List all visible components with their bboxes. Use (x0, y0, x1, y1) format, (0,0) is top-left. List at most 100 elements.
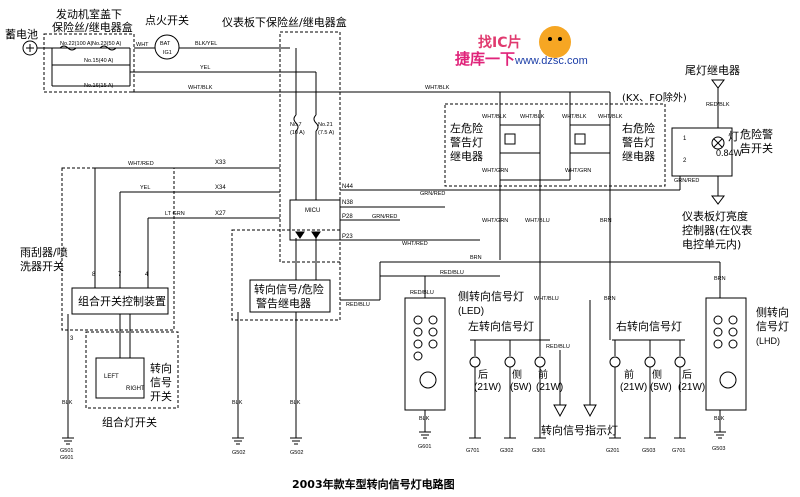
svg-text:RED/BLK: RED/BLK (706, 102, 730, 108)
svg-text:BLK: BLK (290, 400, 301, 406)
svg-text:(21W): (21W) (678, 382, 705, 393)
svg-text:BLK: BLK (714, 416, 725, 422)
svg-text:警告继电器: 警告继电器 (256, 296, 311, 310)
turn-hazard-flasher: 转向信号/危险 警告继电器 (231, 229, 341, 321)
underhood-fuse-box: 发动机室盖下 保险丝/继电器盒 No.22(100 A) No.23(50 A)… (43, 7, 135, 93)
svg-text:侧转向: 侧转向 (756, 305, 789, 319)
svg-text:前: 前 (538, 368, 548, 381)
svg-text:RED/BLU: RED/BLU (440, 270, 464, 276)
svg-text:BLK: BLK (62, 400, 73, 406)
svg-text:X34: X34 (215, 185, 226, 191)
micu-unit: MICU (289, 199, 341, 241)
svg-text:控制器(在仪表: 控制器(在仪表 (682, 223, 752, 237)
svg-text:信号: 信号 (150, 376, 172, 389)
svg-text:警告灯: 警告灯 (450, 135, 483, 149)
svg-text:X33: X33 (215, 160, 226, 166)
mascot-icon (539, 26, 571, 58)
wiper-washer-switch: 雨刮器/喷 洗器开关 组合开关控制装置 8 7 4 3 (20, 167, 175, 342)
svg-text:N44: N44 (342, 184, 354, 190)
svg-text:转向信号指示灯: 转向信号指示灯 (541, 423, 618, 437)
svg-text:No.21: No.21 (318, 122, 333, 128)
svg-text:LT GRN: LT GRN (165, 211, 185, 217)
svg-text:警告灯: 警告灯 (622, 135, 655, 149)
svg-text:G601: G601 (418, 444, 431, 450)
battery: 蓄电池 (5, 28, 44, 56)
svg-text:WHT/GRN: WHT/GRN (482, 218, 508, 224)
svg-text:G502: G502 (232, 450, 245, 456)
svg-text:继电器: 继电器 (450, 150, 483, 163)
svg-text:(5W): (5W) (650, 382, 672, 393)
svg-text:4: 4 (145, 272, 149, 278)
svg-text:3: 3 (70, 336, 74, 342)
svg-text:右危险: 右危险 (622, 121, 655, 135)
left-turn-lamps: 左转向信号灯 后 (21W) 侧 (5W) 前 (21W) (468, 319, 563, 393)
svg-text:G503: G503 (712, 446, 725, 452)
svg-text:BRN: BRN (470, 255, 482, 261)
svg-text:转向: 转向 (150, 361, 172, 375)
svg-text:WHT/BLK: WHT/BLK (425, 85, 450, 91)
svg-text:BRN: BRN (714, 276, 726, 282)
side-turn-led: RED/BLU 侧转向信号灯 (LED) (404, 289, 524, 411)
svg-text:(21W): (21W) (620, 382, 647, 393)
svg-text:保险丝/继电器盒: 保险丝/继电器盒 (52, 20, 133, 34)
right-hazard-relay: 右危险 警告灯 继电器 WHT/BLK WHT/BLK WHT/GRN (562, 114, 655, 174)
svg-text:WHT/RED: WHT/RED (402, 241, 428, 247)
svg-text:G701: G701 (672, 448, 685, 454)
svg-text:G201: G201 (606, 448, 619, 454)
svg-text:组合灯开关: 组合灯开关 (102, 415, 157, 429)
svg-text:G503: G503 (642, 448, 655, 454)
svg-text:N38: N38 (342, 200, 354, 206)
svg-text:LEFT: LEFT (104, 374, 119, 380)
svg-text:RED/BLU: RED/BLU (410, 290, 434, 296)
svg-text:BRN: BRN (604, 296, 616, 302)
turn-indicator-lamps: RED/BLU 转向信号指示灯 (541, 300, 618, 437)
svg-text:G301: G301 (532, 448, 545, 454)
watermark-line1: 捷库一下 (455, 50, 515, 68)
svg-text:GRN/RED: GRN/RED (372, 214, 397, 220)
svg-text:BLK: BLK (232, 400, 243, 406)
svg-text:侧转向信号灯: 侧转向信号灯 (458, 289, 524, 303)
svg-text:X27: X27 (215, 211, 226, 217)
svg-text:BAT: BAT (160, 41, 171, 47)
svg-text:G701: G701 (466, 448, 479, 454)
dimmer-label: 仪表板灯亮度 控制器(在仪表 电控单元内) (682, 209, 752, 251)
diagram-title: 2003年款车型转向信号灯电路图 (292, 477, 455, 491)
svg-text:后: 后 (682, 369, 692, 381)
svg-text:雨刮器/喷: 雨刮器/喷 (20, 245, 68, 259)
svg-text:开关: 开关 (150, 389, 172, 403)
svg-text:危险警: 危险警 (740, 127, 773, 141)
svg-text:右转向信号灯: 右转向信号灯 (616, 319, 682, 333)
watermark: 找IC片 捷库一下 www.dzsc.com (455, 26, 588, 68)
svg-text:RED/BLU: RED/BLU (546, 344, 570, 350)
svg-text:(21W): (21W) (536, 382, 563, 393)
svg-text:MICU: MICU (305, 208, 320, 214)
svg-text:0.84W: 0.84W (716, 148, 743, 158)
svg-text:(7.5 A): (7.5 A) (318, 130, 334, 136)
combo-light-switch: LEFT RIGHT 转向 信号 开关 组合灯开关 (85, 331, 179, 429)
svg-text:G502: G502 (290, 450, 303, 456)
svg-text:灯: 灯 (728, 130, 739, 143)
svg-text:G302: G302 (500, 448, 513, 454)
svg-text:G501: G501 (60, 448, 73, 454)
svg-text:仪表板下保险丝/继电器盒: 仪表板下保险丝/继电器盒 (222, 15, 347, 29)
right-turn-lamps: 右转向信号灯 前 (21W) 侧 (5W) 后 (21W) (609, 319, 705, 393)
svg-text:组合开关控制装置: 组合开关控制装置 (78, 294, 166, 308)
svg-text:洗器开关: 洗器开关 (20, 259, 64, 273)
svg-text:WHT/BLK: WHT/BLK (520, 114, 545, 120)
hazard-switch: 灯 0.84W 危险警 告开关 1 2 GRN/RED (671, 127, 773, 184)
svg-text:BLK/YEL: BLK/YEL (195, 41, 217, 47)
svg-text:侧: 侧 (652, 368, 662, 381)
left-hazard-relay: 左危险 警告灯 继电器 WHT/BLK WHT/BLK WHT/GRN (450, 114, 545, 174)
svg-text:No.22(100 A): No.22(100 A) (60, 41, 93, 47)
svg-text:No.23(50 A): No.23(50 A) (92, 41, 122, 47)
svg-text:WHT/BLK: WHT/BLK (482, 114, 507, 120)
svg-text:仪表板灯亮度: 仪表板灯亮度 (682, 209, 748, 223)
svg-text:BLK: BLK (419, 416, 430, 422)
svg-text:(LHD): (LHD) (756, 336, 780, 346)
svg-text:WHT/BLU: WHT/BLU (525, 218, 550, 224)
svg-text:发动机室盖下: 发动机室盖下 (56, 7, 122, 21)
svg-text:(5W): (5W) (510, 382, 532, 393)
svg-text:IG1: IG1 (163, 50, 172, 56)
svg-text:信号灯: 信号灯 (756, 320, 789, 333)
